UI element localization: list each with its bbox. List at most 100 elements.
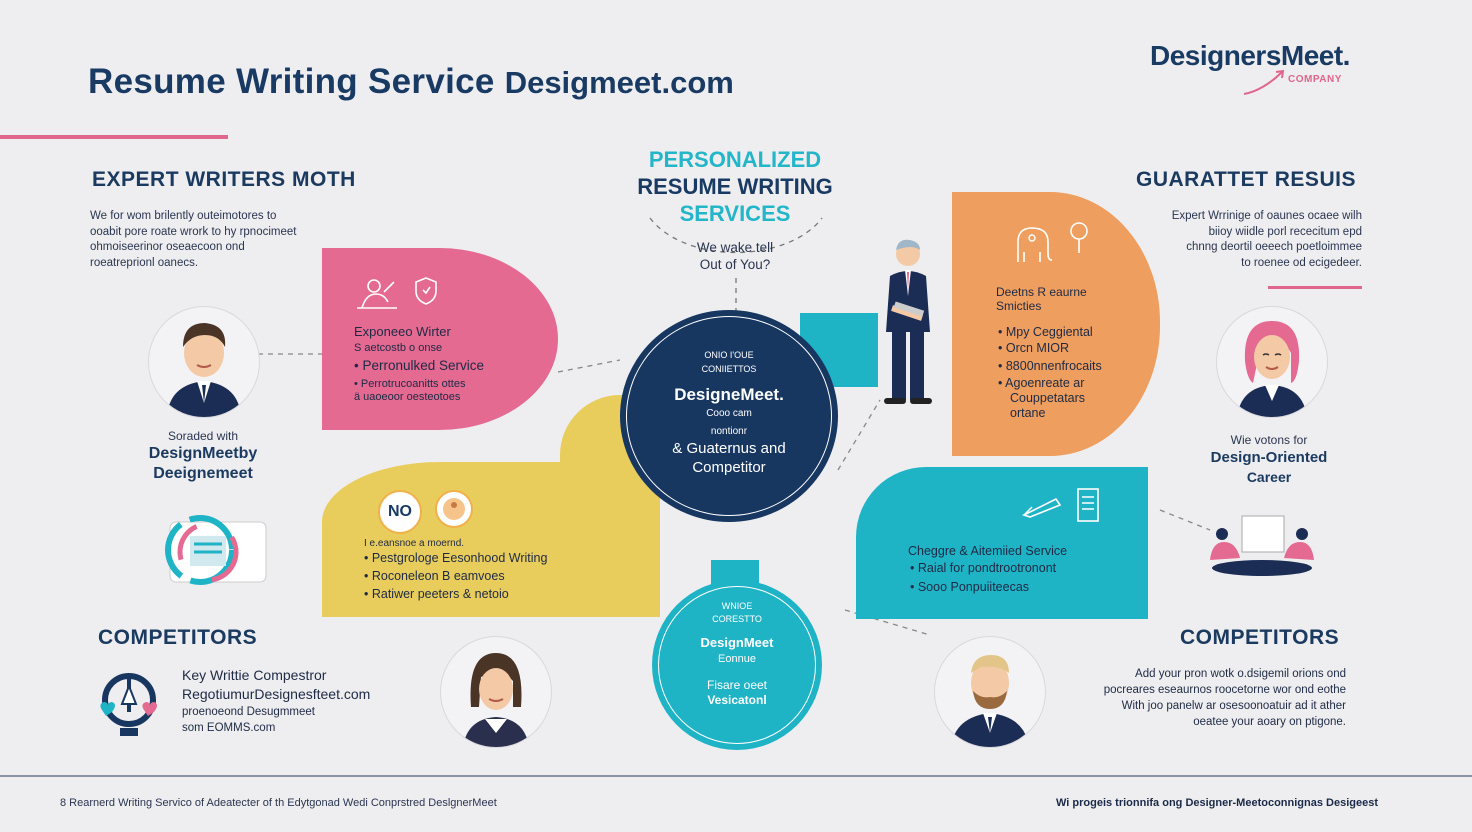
avatar-man-bottom xyxy=(934,636,1046,748)
yellow-panel-line: • Pestgrologe Eesonhood Writing xyxy=(364,551,548,565)
center-circle: ONIO I'OUE CONIIETTOS DesigneMeet. Cooo … xyxy=(620,310,838,522)
competitors-left-line: proenoeond Desugmmeet xyxy=(182,706,315,718)
competitors-left-line: Key Writtie Compestror xyxy=(182,667,327,683)
center-circle-text: ONIO I'OUE CONIIETTOS DesigneMeet. Cooo … xyxy=(620,348,838,477)
pink-panel-line: • Perrotrucoanitts ottes xyxy=(354,378,466,390)
text-line: We for wom brilently outeimotores to xyxy=(90,210,277,222)
pink-panel: Exponeeo Wirter S aetcostb o onse • Perr… xyxy=(322,248,558,430)
cycle-icon xyxy=(165,515,267,585)
bottom-circle: WNIOE CORESTTO DesignMeet Eonnue Fisare … xyxy=(652,580,822,750)
yellow-panel-text: I e.eansnoe a moernd. • Pestgrologe Eeso… xyxy=(364,538,547,603)
competitors-right-heading: COMPETITORS xyxy=(1180,626,1340,649)
orange-panel-line: • 8800nnenfrocaits xyxy=(998,359,1102,373)
right-mid-line: Design-Oriented xyxy=(1210,449,1328,466)
yellow-panel-line: • Roconeleon B eamvoes xyxy=(364,569,505,583)
title-main: Resume Writing Service xyxy=(88,62,495,101)
center-circle-small: ONIO I'OUE xyxy=(704,350,754,360)
bottom-circle-small: WNIOE xyxy=(721,601,753,611)
writer-desk-icon xyxy=(357,279,397,309)
orange-panel-line: Couppetatars xyxy=(1010,391,1086,405)
bulb-icon xyxy=(1070,222,1088,253)
yellow-panel-line: • Ratiwer peeters & netoio xyxy=(364,587,509,601)
no-badge: NO xyxy=(378,490,422,534)
scale-icon xyxy=(100,673,157,736)
footer-left: 8 Rearnerd Writing Servico of Adeatecter… xyxy=(60,797,497,809)
bottom-circle-small: CORESTTO xyxy=(712,614,762,624)
orange-panel-title: Deetns R eaurne xyxy=(996,285,1087,299)
businessman-figure xyxy=(884,239,932,404)
left-mid-line: DesignMeetby xyxy=(148,445,258,462)
left-mid-line: Deeignemeet xyxy=(153,465,253,482)
center-heading-line2: RESUME WRITING xyxy=(637,174,833,199)
text-line: biioy wiidle porl rececitum epd xyxy=(1208,225,1362,238)
teal-panel-line: • Sooo Ponpuiiteecas xyxy=(910,580,1030,594)
shield-icon xyxy=(415,277,437,305)
text-line: to roenee od ecigedeer. xyxy=(1241,256,1362,269)
center-tagline-2: Out of You? xyxy=(699,257,771,272)
bottom-circle-name: DesignMeet xyxy=(700,635,774,650)
center-circle-ring xyxy=(626,316,832,516)
teal-panel-line: • Raial for pondtrootronont xyxy=(910,561,1057,575)
bottom-circle-ring xyxy=(658,586,816,744)
pink-panel-line: • Perronulked Service xyxy=(354,358,485,373)
center-tagline-1: We wake tell xyxy=(696,240,774,255)
text-line: Expert Wrrinige of oaunes ocaee wilh xyxy=(1171,210,1362,222)
competitors-right-line: With joo panelw ar osesoonoatuir ad it a… xyxy=(1121,700,1346,712)
teal-panel: Cheggre & Aitemiied Service • Raial for … xyxy=(856,467,1148,619)
elephant-icon xyxy=(1017,227,1053,262)
avatar-woman-right xyxy=(1216,306,1328,418)
orange-panel-line: • Orcn MIOR xyxy=(998,341,1070,355)
competitors-left-line: RegotiumurDesignesfteet.com xyxy=(182,686,371,702)
competitors-right-line: Add your pron wotk o.dsigemil orions ond xyxy=(1135,668,1346,680)
text-line: chnng deortil oeeech poetloimmee xyxy=(1186,241,1362,253)
competitors-left-text: Key Writtie Compestror RegotiumurDesigne… xyxy=(182,666,370,736)
text-line: ohmoiseerinor oseaecoon ond xyxy=(90,241,245,253)
orange-panel: Deetns R eaurne Smicties • Mpy Ceggienta… xyxy=(952,192,1160,456)
orange-panel-line: • Mpy Ceggiental xyxy=(998,325,1093,339)
teal-panel-title: Cheggre & Aitemiied Service xyxy=(908,544,1068,558)
left-mid-text: Soraded with DesignMeetby Deeignemeet xyxy=(120,428,286,484)
orange-panel-subtitle: Smicties xyxy=(996,299,1042,313)
right-mid-line: Wie votons for xyxy=(1230,433,1308,447)
text-line: ooabit pore roate wrork to hy rpnocimeet xyxy=(90,225,297,238)
expert-writers-heading: EXPERT WRITERS MOTH xyxy=(92,168,356,191)
text-line: roeatreprionl oanecs. xyxy=(90,256,199,269)
swoosh-icon xyxy=(1243,69,1285,95)
expert-writers-text: We for wom brilently outeimotores to ooa… xyxy=(90,209,360,271)
center-heading: PERSONALIZED RESUME WRITING SERVICES xyxy=(610,146,860,227)
avatar-man-left xyxy=(148,306,260,418)
center-circle-name: DesigneMeet. xyxy=(674,385,784,404)
orange-panel-line: • Agoenreate ar xyxy=(998,376,1085,390)
competitors-right-text: Add your pron wotk o.dsigemil orions ond… xyxy=(1060,666,1346,730)
competitors-right-line: oeatee your aoary on ptigone. xyxy=(1193,716,1346,728)
bottom-circle-line: Vesicatonl xyxy=(707,693,767,707)
document-icon xyxy=(1077,488,1099,522)
footer-divider xyxy=(0,775,1472,777)
page-title: Resume Writing Service Desigmeet.com xyxy=(88,62,734,102)
pen-icon xyxy=(1021,497,1062,518)
orange-panel-line: ortane xyxy=(1010,406,1046,420)
center-circle-line: nontionr xyxy=(710,426,748,437)
center-circle-line: & Guaternus and xyxy=(672,440,786,457)
competitors-right-line: pocreares eseaurnos roocetorne wor ond e… xyxy=(1103,684,1346,696)
competitors-left-heading: COMPETITORS xyxy=(98,626,258,649)
guarantee-results-text: Expert Wrrinige of oaunes ocaee wilh bii… xyxy=(1110,209,1362,271)
right-mid-text: Wie votons for Design-Oriented Career xyxy=(1186,432,1352,486)
bottom-circle-line: Fisare oeet xyxy=(706,678,768,692)
bottom-circle-text: WNIOE CORESTTO DesignMeet Eonnue Fisare … xyxy=(652,600,822,708)
competitors-left-line: som EOMMS.com xyxy=(182,722,276,734)
footer-right: Wi progeis trionnifa ong Designer-Meetoc… xyxy=(1056,797,1378,809)
right-accent-line xyxy=(1268,286,1362,289)
center-heading-line1: PERSONALIZED xyxy=(648,147,822,172)
center-tagline: We wake tell Out of You? xyxy=(660,239,810,273)
logo-name: DesignersMeet. xyxy=(1150,40,1350,71)
pink-panel-title: Exponeeo Wirter xyxy=(354,324,451,339)
title-underline xyxy=(0,135,228,139)
pink-panel-line: S aetcostb o onse xyxy=(354,342,443,354)
guarantee-results-heading: GUARATTET RESUIS xyxy=(1136,168,1356,191)
title-domain: Desigmeet.com xyxy=(504,65,734,100)
center-heading-line3: SERVICES xyxy=(679,201,791,226)
logo[interactable]: DesignersMeet. COMPANY xyxy=(1150,40,1400,100)
logo-tagline: COMPANY xyxy=(1288,74,1342,85)
left-mid-line: Soraded with xyxy=(167,429,239,443)
